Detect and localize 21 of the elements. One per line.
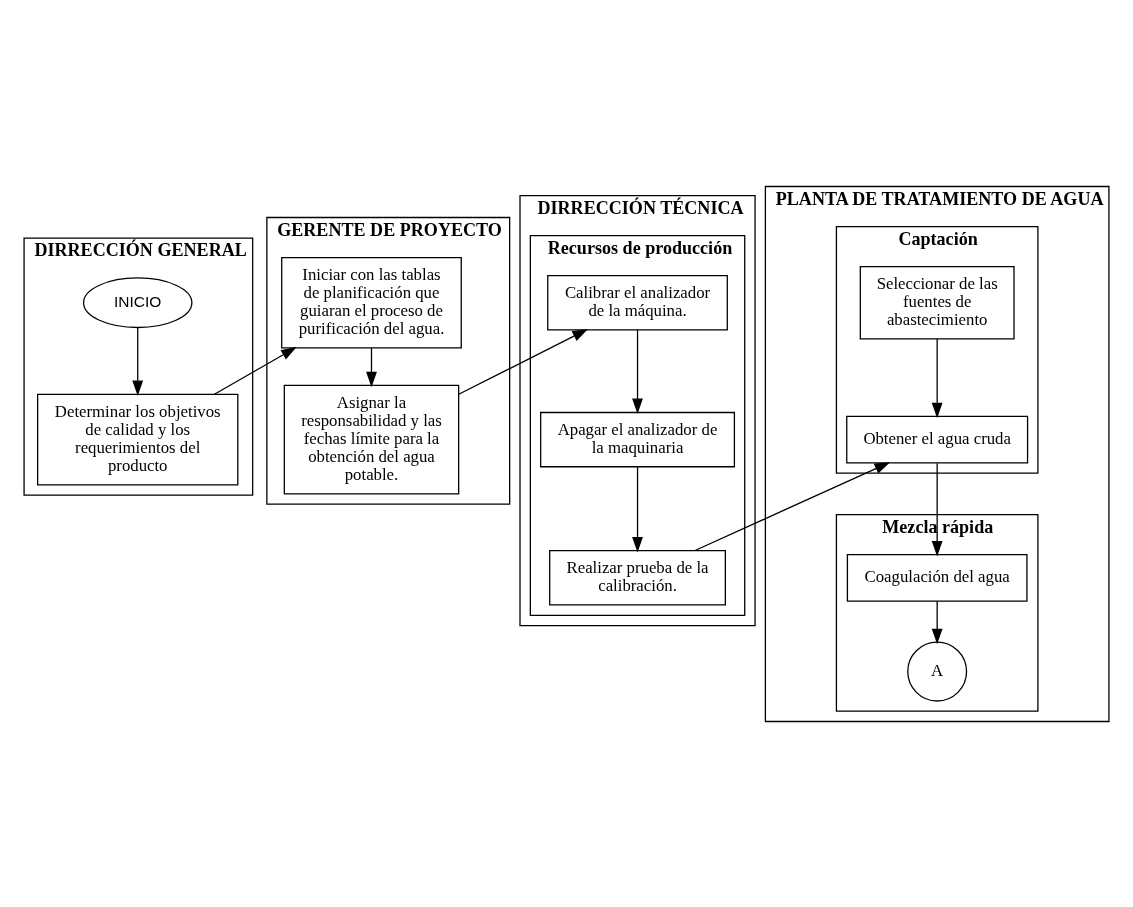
arrow (132, 326, 144, 396)
node-ellipse: INICIO (82, 276, 193, 328)
node-box: Determinar los objetivos de calidad y los requerimientos del producto (37, 393, 239, 485)
arrow (931, 337, 943, 418)
node-box: Coagulación del agua (846, 553, 1028, 602)
node-box: Realizar prueba de la calibración. (549, 549, 726, 606)
arrow (366, 346, 377, 387)
node-box: Obtener el agua cruda (846, 415, 1029, 464)
arrow (694, 461, 891, 551)
node-box: Apagar el analizador de la maquinaria (540, 411, 736, 467)
node-box: Seleccionar de las fuentes de abastecimiento (859, 265, 1015, 340)
node-box: Calibrar el analizador de la máquina. (547, 274, 728, 330)
arrow (931, 600, 943, 644)
arrow (458, 328, 588, 395)
node-circle: A (907, 641, 968, 702)
arrow (213, 346, 297, 395)
arrow (931, 462, 943, 556)
node-box: Iniciar con las tablas de planificación que guiaran el proceso de purificación del agua. (281, 256, 462, 349)
arrow (632, 328, 643, 414)
arrow (632, 465, 643, 552)
node-box: Asignar la responsabilidad y las fechas límite para la obtención del agua potable. (283, 384, 460, 495)
